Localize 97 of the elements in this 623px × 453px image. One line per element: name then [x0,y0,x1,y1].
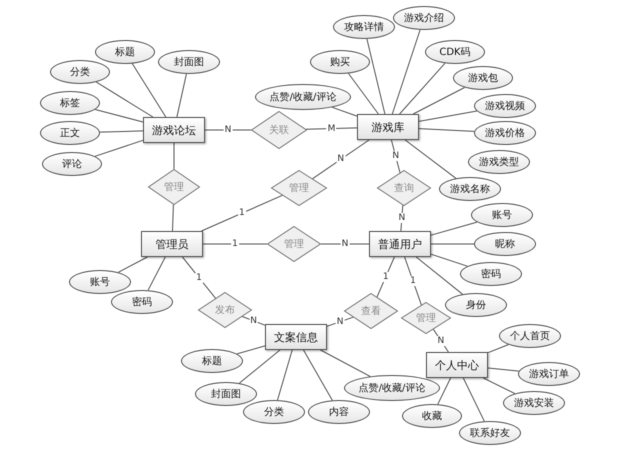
connector-line [482,378,516,394]
connector-line [376,256,395,298]
attribute-ellipse: 昵称 [474,232,536,256]
attribute-ellipse: 购买 [310,50,370,74]
connector-line [99,130,144,133]
edge-label: N [397,213,406,224]
connector-line [348,73,379,114]
entity-box: 普通用户 [369,231,431,257]
attribute-ellipse: 个人首页 [499,324,561,348]
connector-line [404,140,456,179]
connector-line [277,350,293,401]
connector-line [94,109,144,122]
connector-line [182,256,216,299]
connector-line [118,256,148,273]
attribute-ellipse: 点赞/收藏/评论 [255,84,351,110]
attribute-ellipse: 标题 [181,349,243,373]
connector-line [462,378,485,422]
connector-line [400,204,404,232]
edge-label: 1 [409,276,417,286]
edge-label: N [340,239,350,249]
connector-line [416,256,463,295]
connector-line [238,350,280,384]
attribute-ellipse: 分类 [243,400,305,424]
attribute-ellipse: 点赞/收藏/评论 [344,375,440,401]
attribute-ellipse: 联系好友 [459,421,521,445]
relationship-diamond: 管理 [271,170,327,206]
entity-box: 游戏库 [357,114,419,140]
attribute-ellipse: 封面图 [195,382,257,406]
attribute-ellipse: 标签 [40,91,100,115]
edge-label: 1 [195,272,203,283]
entity-box: 管理员 [141,231,203,257]
relationship-diamond: 关联 [251,111,307,149]
edge-label: M [326,124,336,134]
connector-line [418,110,478,122]
edge-label: N [336,316,344,327]
attribute-ellipse: 游戏介绍 [393,6,455,30]
connector-line [418,128,475,132]
connector-line [332,106,358,117]
attribute-ellipse: 身份 [445,293,507,317]
attribute-ellipse: 游戏类型 [468,150,530,174]
attribute-ellipse: 封面图 [158,50,220,74]
attribute-ellipse: 密码 [460,262,522,286]
edge-label: N [436,336,446,346]
attribute-ellipse: 攻略详情 [333,15,395,39]
attribute-ellipse: 游戏视频 [474,94,536,118]
attribute-ellipse: 游戏名称 [439,177,501,201]
edge-label: 1 [382,272,390,282]
relationship-diamond: 管理 [267,226,321,262]
entity-box: 个人中心 [426,352,488,378]
connector-line [148,256,166,291]
attribute-ellipse: 评论 [42,152,102,176]
connector-line [430,222,478,236]
edge-label: N [224,125,232,135]
connector-line [94,140,144,157]
connector-line [404,256,422,306]
attribute-ellipse: 游戏订单 [518,362,580,386]
edge-label: N [391,151,400,162]
connector-line [312,140,370,180]
connector-line [412,87,466,114]
connector-line [392,29,421,114]
connector-line [430,254,468,267]
attribute-ellipse: 游戏安装 [503,391,565,415]
connector-line [201,194,283,232]
attribute-ellipse: 密码 [111,290,173,314]
edge-label: N [249,316,258,326]
connector-line [96,82,154,118]
relationship-diamond: 查看 [344,293,398,329]
edge-label: 1 [231,239,239,249]
connector-line [366,38,386,114]
attribute-ellipse: 内容 [308,400,370,424]
attribute-ellipse: 游戏包 [453,66,513,90]
entity-box: 文案信息 [265,324,327,350]
connector-line [132,63,166,118]
entity-box: 游戏论坛 [143,117,205,143]
connector-line [488,368,520,372]
attribute-ellipse: 收藏 [402,404,462,428]
connector-line [176,74,187,118]
relationship-diamond: 查询 [377,170,431,206]
connector-line [437,378,452,405]
attribute-ellipse: 分类 [50,60,110,84]
relationship-diamond: 管理 [401,302,451,334]
connector-line [488,344,509,354]
relationship-diamond: 管理 [148,169,200,205]
edge-label: N [336,154,346,164]
connector-line [236,345,266,354]
attribute-ellipse: 标题 [95,40,155,64]
attribute-ellipse: 正文 [40,121,100,145]
edge-label: 1 [238,208,246,218]
connector-line [303,350,333,401]
attribute-ellipse: 账号 [69,270,131,294]
connector-line [399,62,446,114]
attribute-ellipse: 账号 [471,203,533,227]
attribute-ellipse: 游戏价格 [474,121,536,145]
connector-line [320,350,371,377]
attribute-ellipse: CDK码 [425,40,485,64]
relationship-diamond: 发布 [198,292,252,328]
connector-line [172,204,174,232]
